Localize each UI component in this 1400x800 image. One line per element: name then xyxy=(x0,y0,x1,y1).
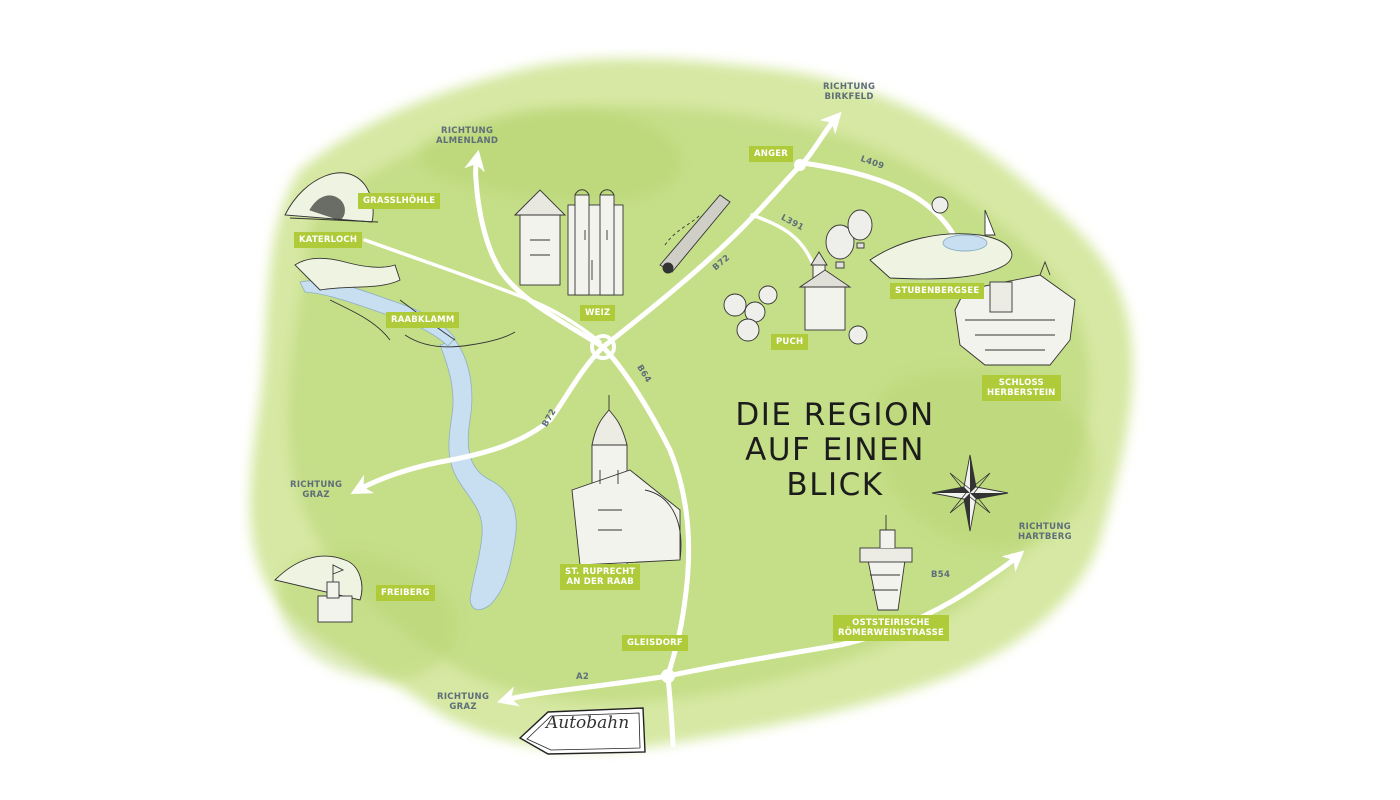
road-a2-west xyxy=(496,673,671,707)
road-almenland xyxy=(464,149,606,350)
autobahn-sign-icon xyxy=(518,707,646,755)
label-stubenbergsee[interactable]: STUBENBERGSEE xyxy=(890,283,985,299)
direction-hartberg-line-2: HARTBERG xyxy=(1018,532,1072,542)
label-raabklamm[interactable]: RAABKLAMM xyxy=(386,312,460,328)
direction-graz-west: RICHTUNG GRAZ xyxy=(290,480,342,500)
label-schloss-herberstein-line-2: HERBERSTEIN xyxy=(987,388,1056,398)
junction-gleisdorf xyxy=(661,669,675,683)
road-l409 xyxy=(800,160,957,239)
label-st-ruprecht-line-2: AN DER RAAB xyxy=(566,577,634,587)
direction-birkfeld-line-1: RICHTUNG xyxy=(823,82,876,92)
direction-birkfeld: RICHTUNG BIRKFELD xyxy=(823,82,875,102)
road-label-a2: A2 xyxy=(576,672,590,682)
direction-almenland-line-1: RICHTUNG xyxy=(440,126,494,136)
label-gleisdorf[interactable]: GLEISDORF xyxy=(622,635,688,651)
compass-rose-icon xyxy=(931,454,1009,532)
balloons-illustration xyxy=(825,209,873,269)
road-katerloch xyxy=(363,238,602,344)
map-title-line-3: BLICK xyxy=(786,467,884,503)
label-anger[interactable]: ANGER xyxy=(749,146,794,162)
fortress-illustration xyxy=(274,555,363,623)
direction-almenland-line-2: ALMENLAND xyxy=(436,136,499,146)
label-grasslhoehle[interactable]: GRASSLHÖHLE xyxy=(358,193,441,209)
direction-graz-south-line-1: RICHTUNG xyxy=(437,692,490,702)
road-label-b54: B54 xyxy=(931,570,951,580)
chapel-illustration xyxy=(798,251,852,331)
gorge-illustration xyxy=(294,257,516,348)
label-st-ruprecht-line-1: ST. RUPRECHT xyxy=(565,567,636,577)
cave-illustration xyxy=(284,172,379,223)
label-roemerweinstrasse-line-2: RÖMERWEINSTRASSE xyxy=(838,628,944,638)
direction-graz-west-line-2: GRAZ xyxy=(302,490,330,500)
raab-river xyxy=(299,280,517,611)
label-puch[interactable]: PUCH xyxy=(771,334,809,350)
direction-hartberg-line-1: RICHTUNG xyxy=(1018,522,1072,532)
map-title-line-1: DIE REGION xyxy=(735,397,935,433)
apples-illustration xyxy=(723,285,868,345)
direction-birkfeld-line-2: BIRKFELD xyxy=(824,92,874,102)
map-title: DIE REGION AUF EINEN BLICK xyxy=(720,398,950,503)
label-katerloch[interactable]: KATERLOCH xyxy=(294,232,363,248)
label-schloss-herberstein-line-1: SCHLOSS xyxy=(998,378,1044,388)
castle-illustration xyxy=(954,260,1076,366)
direction-graz-west-line-1: RICHTUNG xyxy=(290,480,343,490)
train-illustration xyxy=(659,194,731,274)
church-illustration xyxy=(571,395,682,566)
direction-graz-south-line-2: GRAZ xyxy=(449,702,477,712)
label-schloss-herberstein[interactable]: SCHLOSS HERBERSTEIN xyxy=(982,375,1061,401)
road-l391 xyxy=(750,213,814,264)
roundabout-weiz xyxy=(590,334,616,360)
tower-illustration xyxy=(859,515,913,611)
direction-graz-south: RICHTUNG GRAZ xyxy=(437,692,489,712)
basilica-illustration xyxy=(513,189,624,296)
road-b72-north xyxy=(600,111,842,350)
land-area xyxy=(250,58,1133,750)
direction-hartberg: RICHTUNG HARTBERG xyxy=(1018,522,1072,542)
label-st-ruprecht[interactable]: ST. RUPRECHT AN DER RAAB xyxy=(560,564,641,590)
autobahn-sign-label: Autobahn xyxy=(546,713,630,733)
lake-illustration xyxy=(869,196,1013,280)
junction-anger xyxy=(794,159,806,171)
map-title-line-2: AUF EINEN xyxy=(745,432,925,468)
label-weiz[interactable]: WEIZ xyxy=(580,305,616,321)
label-roemerweinstrasse-line-1: OSTSTEIRISCHE xyxy=(852,618,930,628)
road-b72-south xyxy=(350,344,606,495)
label-freiberg[interactable]: FREIBERG xyxy=(376,585,435,601)
direction-almenland: RICHTUNG ALMENLAND xyxy=(436,126,498,146)
label-roemerweinstrasse[interactable]: OSTSTEIRISCHE RÖMERWEINSTRASSE xyxy=(833,615,949,641)
